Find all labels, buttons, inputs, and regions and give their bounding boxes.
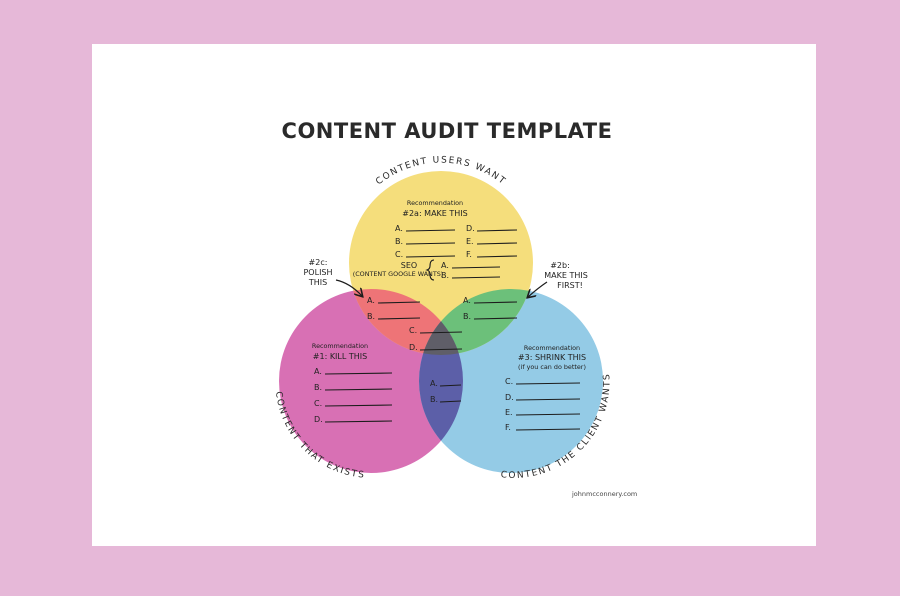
annotation-polish-line2: POLISH: [303, 268, 332, 277]
list-letter: A.: [441, 261, 449, 270]
page-title: CONTENT AUDIT TEMPLATE: [282, 119, 613, 143]
list-letter: C.: [505, 377, 513, 386]
left-recommendation-label: Recommendation: [312, 342, 368, 350]
list-letter: B.: [441, 271, 449, 280]
list-letter: D.: [466, 224, 475, 233]
list-letter: A.: [430, 379, 438, 388]
blank-line[interactable]: [377, 317, 421, 320]
top-recommendation-title: #2a: MAKE THIS: [402, 209, 468, 218]
blank-line[interactable]: [419, 331, 463, 334]
top-recommendation-label: Recommendation: [407, 199, 463, 207]
list-letter: C.: [314, 399, 322, 408]
list-letter: A.: [395, 224, 403, 233]
blank-line[interactable]: [515, 398, 581, 401]
blank-line[interactable]: [324, 404, 393, 407]
annotation-make-first-line3: FIRST!: [557, 281, 583, 290]
blank-line[interactable]: [515, 428, 581, 431]
blank-line[interactable]: [451, 276, 501, 279]
overlap-top-left: [349, 289, 463, 355]
right-recommendation-label: Recommendation: [524, 344, 580, 352]
list-letter: D.: [409, 343, 418, 352]
arrow-make-first: [528, 281, 548, 297]
list-letter: C.: [395, 250, 403, 259]
blank-line[interactable]: [324, 420, 393, 423]
arrow-polish: [335, 279, 362, 296]
blank-line[interactable]: [451, 266, 501, 269]
left-lines: A. B. C. D.: [314, 367, 393, 424]
list-letter: E.: [466, 237, 474, 246]
top-col1-lines: A. B. C.: [395, 224, 456, 259]
blank-line[interactable]: [405, 242, 456, 245]
blank-line[interactable]: [324, 388, 393, 391]
blank-line[interactable]: [473, 317, 518, 320]
annotation-polish-line1: #2c:: [309, 258, 328, 267]
overlap-top-right: [419, 289, 533, 355]
left-recommendation-title: #1: KILL THIS: [313, 352, 367, 361]
blank-line[interactable]: [476, 242, 518, 245]
seo-label: SEO: [401, 261, 417, 270]
list-letter: B.: [463, 312, 471, 321]
blank-line[interactable]: [515, 413, 581, 416]
right-recommendation-title: #3: SHRINK THIS: [518, 353, 586, 362]
blank-line[interactable]: [473, 301, 518, 304]
list-letter: A.: [367, 296, 375, 305]
list-letter: C.: [409, 326, 417, 335]
blank-line[interactable]: [476, 229, 518, 232]
list-letter: D.: [505, 393, 514, 402]
blank-line[interactable]: [439, 384, 462, 387]
blank-line[interactable]: [405, 229, 456, 232]
blank-line[interactable]: [476, 255, 518, 258]
credit-text: johnmcconnery.com: [571, 490, 637, 498]
list-letter: E.: [505, 408, 513, 417]
list-letter: A.: [463, 296, 471, 305]
seo-brace: [425, 259, 435, 281]
list-letter: A.: [314, 367, 322, 376]
annotation-make-first-line1: #2b:: [550, 261, 570, 270]
seo-sublabel: (CONTENT GOOGLE WANTS): [353, 270, 444, 278]
top-col2-lines: D. E. F.: [466, 224, 518, 259]
list-letter: B.: [430, 395, 438, 404]
list-letter: D.: [314, 415, 323, 424]
list-letter: B.: [314, 383, 322, 392]
blank-line[interactable]: [324, 372, 393, 375]
right-lines: C. D. E. F.: [505, 377, 581, 432]
right-recommendation-note: (if you can do better): [518, 363, 586, 371]
annotation-polish-line3: THIS: [308, 278, 327, 287]
list-letter: B.: [395, 237, 403, 246]
blank-line[interactable]: [439, 400, 462, 403]
blank-line[interactable]: [377, 301, 421, 304]
blank-line[interactable]: [515, 382, 581, 385]
annotation-make-first-line2: MAKE THIS: [544, 271, 588, 280]
list-letter: F.: [466, 250, 472, 259]
blank-line[interactable]: [405, 255, 456, 258]
blank-line[interactable]: [419, 348, 463, 351]
list-letter: B.: [367, 312, 375, 321]
list-letter: F.: [505, 423, 511, 432]
